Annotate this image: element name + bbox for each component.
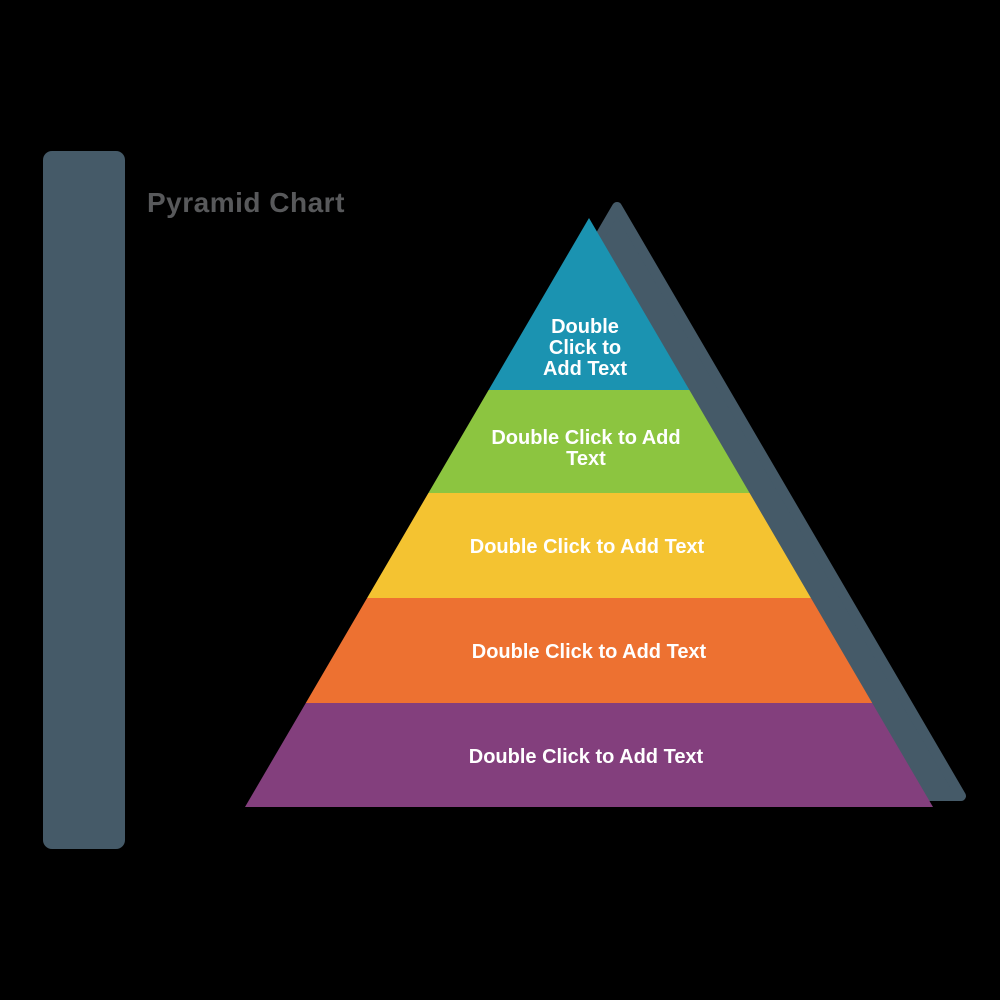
pyramid-level-5[interactable]: Double Click to Add Text — [245, 703, 933, 807]
page-title[interactable]: Pyramid Chart — [147, 187, 345, 218]
pyramid-level-4-shape[interactable] — [305, 598, 873, 703]
pyramid-level-5-label[interactable]: Double Click to Add Text — [469, 746, 704, 768]
pyramid-level-1-label-line1[interactable]: Double — [551, 316, 619, 338]
pyramid-level-3[interactable]: Double Click to Add Text — [367, 493, 811, 598]
pyramid-level-4-label[interactable]: Double Click to Add Text — [472, 641, 707, 663]
pyramid-level-2-label-line2[interactable]: Text — [566, 448, 606, 470]
pyramid-level-3-label[interactable]: Double Click to Add Text — [470, 536, 705, 558]
pyramid-level-4[interactable]: Double Click to Add Text — [305, 598, 873, 703]
pyramid-level-3-shape[interactable] — [367, 493, 811, 598]
pyramid-level-1-label-line2[interactable]: Click to — [549, 337, 621, 359]
pyramid-level-1-shape[interactable] — [488, 218, 690, 390]
pyramid-level-1[interactable]: Double Click to Add Text — [488, 218, 690, 390]
left-accent-bar — [43, 151, 125, 849]
pyramid-level-2-label-line1[interactable]: Double Click to Add — [491, 427, 680, 449]
pyramid-level-2[interactable]: Double Click to Add Text — [428, 390, 750, 493]
pyramid-level-5-shape[interactable] — [245, 703, 933, 807]
pyramid-level-1-label-line3[interactable]: Add Text — [543, 358, 627, 380]
pyramid-level-2-shape[interactable] — [428, 390, 750, 493]
